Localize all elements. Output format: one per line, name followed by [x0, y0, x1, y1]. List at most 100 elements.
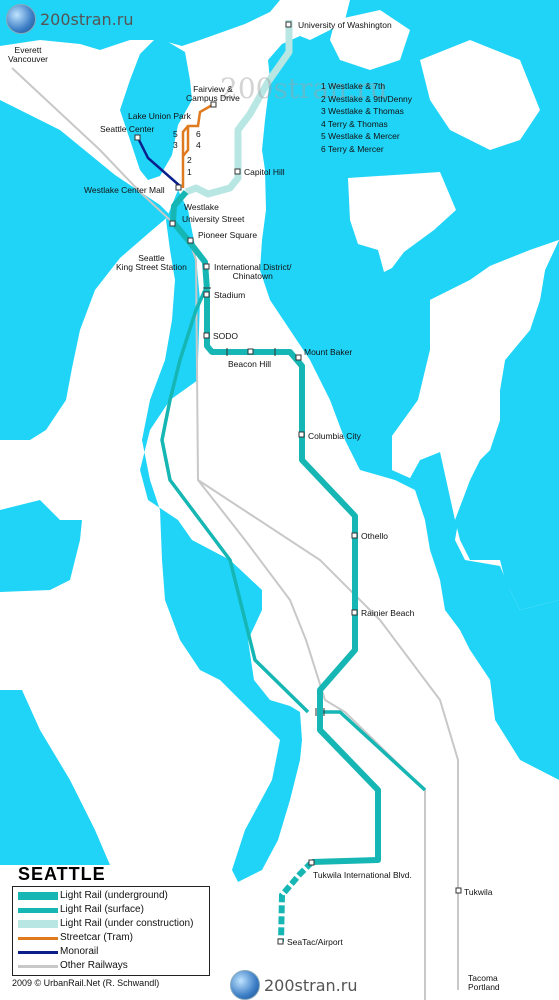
legend-swatch [18, 965, 58, 968]
station-markers [134, 21, 462, 945]
legend: Light Rail (underground) Light Rail (sur… [12, 886, 210, 976]
streetcar-stop: 3 Westlake & Thomas [321, 106, 404, 116]
land-mercer-island [348, 172, 456, 272]
station-marker-university [169, 220, 176, 227]
streetcar-num-3: 3 [173, 140, 178, 150]
label-seattle-center: Seattle Center [100, 124, 155, 134]
label-beacon-hill: Beacon Hill [228, 359, 271, 369]
globe-logo-icon [6, 4, 36, 34]
land-lake-city [330, 10, 410, 70]
watermark-top: 200stran.ru [6, 4, 133, 34]
railway-east [197, 479, 459, 990]
label-pioneer-square: Pioneer Square [198, 230, 258, 240]
label-king-street: Seattle King Street Station [116, 253, 187, 272]
direction-north: Everett Vancouver [8, 45, 49, 64]
construction-north-link [184, 20, 293, 198]
legend-label: Light Rail (surface) [60, 904, 144, 915]
other-railways [11, 67, 459, 1000]
legend-label: Light Rail (underground) [60, 890, 168, 901]
label-seatac: SeaTac/Airport [287, 937, 343, 947]
legend-swatch [18, 937, 58, 940]
station-marker-capitol-hill [234, 168, 241, 175]
station-marker-seattle-center [134, 134, 141, 141]
direction-tukwila: Tukwila [464, 887, 493, 897]
water-areas [0, 0, 559, 882]
label-rainier-beach: Rainier Beach [361, 608, 415, 618]
legend-label: Monorail [60, 946, 99, 957]
legend-swatch [18, 920, 58, 928]
station-marker-beacon-hill [247, 348, 254, 355]
watermark-faint: 200stran.ru [220, 72, 388, 105]
station-marker-pioneer [187, 237, 194, 244]
label-sodo: SODO [213, 331, 239, 341]
light-rail-south-branch [320, 710, 427, 792]
legend-swatch [18, 892, 58, 900]
station-marker-rainier-beach [351, 609, 358, 616]
station-marker-stadium [203, 291, 210, 298]
watermark-text: 200stran.ru [264, 975, 358, 995]
legend-label: Other Railways [60, 960, 128, 971]
water-lake-union [120, 36, 192, 180]
streetcar-route [181, 102, 215, 188]
light-rail-sodo [204, 290, 381, 865]
streetcar-num-4: 4 [196, 140, 201, 150]
station-marker-mount-baker [295, 354, 302, 361]
station-marker-tukwila-rail [455, 887, 462, 894]
station-marker-othello [351, 532, 358, 539]
label-university-street: University Street [182, 214, 245, 224]
streetcar-stop: 4 Terry & Thomas [321, 118, 388, 129]
label-stadium: Stadium [214, 290, 246, 300]
map-credit: 2009 © UrbanRail.Net (R. Schwandl) [12, 978, 160, 988]
label-othello: Othello [361, 531, 388, 541]
streetcar-num-5: 5 [173, 129, 178, 139]
land-areas [330, 10, 559, 1000]
railway-north [11, 67, 426, 1000]
label-capitol-hill: Capitol Hill [244, 167, 285, 177]
legend-label: Streetcar (Tram) [60, 932, 133, 943]
label-westlake-center: Westlake Center Mall [84, 185, 165, 195]
legend-swatch [18, 908, 58, 913]
streetcar-stop: 6 Terry & Mercer [321, 143, 384, 154]
map-title: SEATTLE [18, 864, 106, 884]
station-marker-columbia-city [298, 431, 305, 438]
label-lake-union: Lake Union Park [128, 111, 191, 121]
streetcar-stop-list: 1 Westlake & 7th 2 Westlake & 9th/Denny … [321, 80, 412, 155]
label-intl-district: International District/ Chinatown [214, 262, 292, 281]
water-north-sound [0, 0, 280, 50]
globe-logo-icon [230, 970, 260, 1000]
label-westlake: Westlake [184, 202, 219, 212]
monorail-line [136, 137, 181, 187]
streetcar-stop: 2 Westlake & 9th/Denny [321, 93, 413, 104]
watermark-text: 200stran.ru [40, 9, 134, 29]
light-rail-ext-southwest [160, 289, 310, 714]
station-marker-intl-district [203, 263, 210, 270]
direction-south: Tacoma Portland [468, 973, 500, 992]
water-lake-washington-east [455, 240, 559, 610]
label-mount-baker: Mount Baker [304, 347, 353, 357]
streetcar-stop: 1 Westlake & 7th [321, 81, 386, 91]
land-east-shore [392, 240, 559, 520]
water-southwest-island [0, 690, 110, 865]
legend-swatch [18, 951, 58, 954]
watermark-bottom: 200stran.ru [230, 970, 357, 1000]
streetcar-loop [182, 126, 190, 157]
label-uw: University of Washington [298, 20, 392, 30]
light-rail-seatac [278, 859, 315, 943]
label-columbia-city: Columbia City [308, 431, 361, 441]
streetcar-num-2: 2 [187, 155, 192, 165]
portal-junction [315, 708, 325, 716]
label-tukwila-intl: Tukwila International Blvd. [313, 870, 412, 880]
streetcar-num-1: 1 [187, 167, 192, 177]
light-rail-construction [184, 20, 293, 198]
water-lake-washington [260, 0, 559, 780]
station-marker-westlake [175, 184, 182, 191]
station-marker-seatac [277, 938, 284, 945]
streetcar-stop: 5 Westlake & Mercer [321, 131, 400, 141]
streetcar-num-6: 6 [196, 129, 201, 139]
land-north-east [420, 40, 540, 150]
station-marker-fairview [210, 101, 217, 108]
station-marker-sodo [203, 332, 210, 339]
legend-label: Light Rail (under construction) [60, 918, 194, 929]
station-marker-tukwila-intl [308, 859, 315, 866]
